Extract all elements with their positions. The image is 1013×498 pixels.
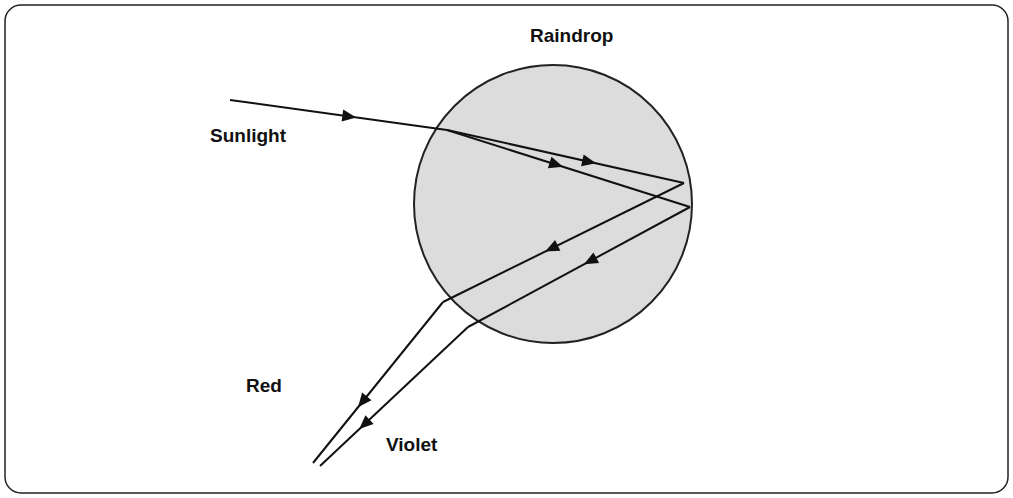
arrowhead xyxy=(581,154,596,166)
arrowhead xyxy=(548,157,563,168)
light-ray xyxy=(447,130,684,183)
light-rays xyxy=(230,100,690,466)
light-ray xyxy=(320,327,468,466)
light-ray xyxy=(447,130,690,207)
light-ray xyxy=(313,302,443,463)
arrowhead xyxy=(584,252,599,264)
arrowhead xyxy=(359,415,373,429)
text-label: Violet xyxy=(386,435,437,456)
arrowhead xyxy=(342,110,357,122)
light-ray xyxy=(443,183,684,302)
text-label: Raindrop xyxy=(530,26,613,47)
raindrop-circle xyxy=(414,65,692,343)
arrowhead xyxy=(358,393,371,408)
frame xyxy=(5,5,1008,493)
arrowhead xyxy=(545,240,560,252)
text-label: Red xyxy=(246,376,282,397)
text-label: Sunlight xyxy=(210,126,286,147)
light-ray xyxy=(468,207,690,327)
